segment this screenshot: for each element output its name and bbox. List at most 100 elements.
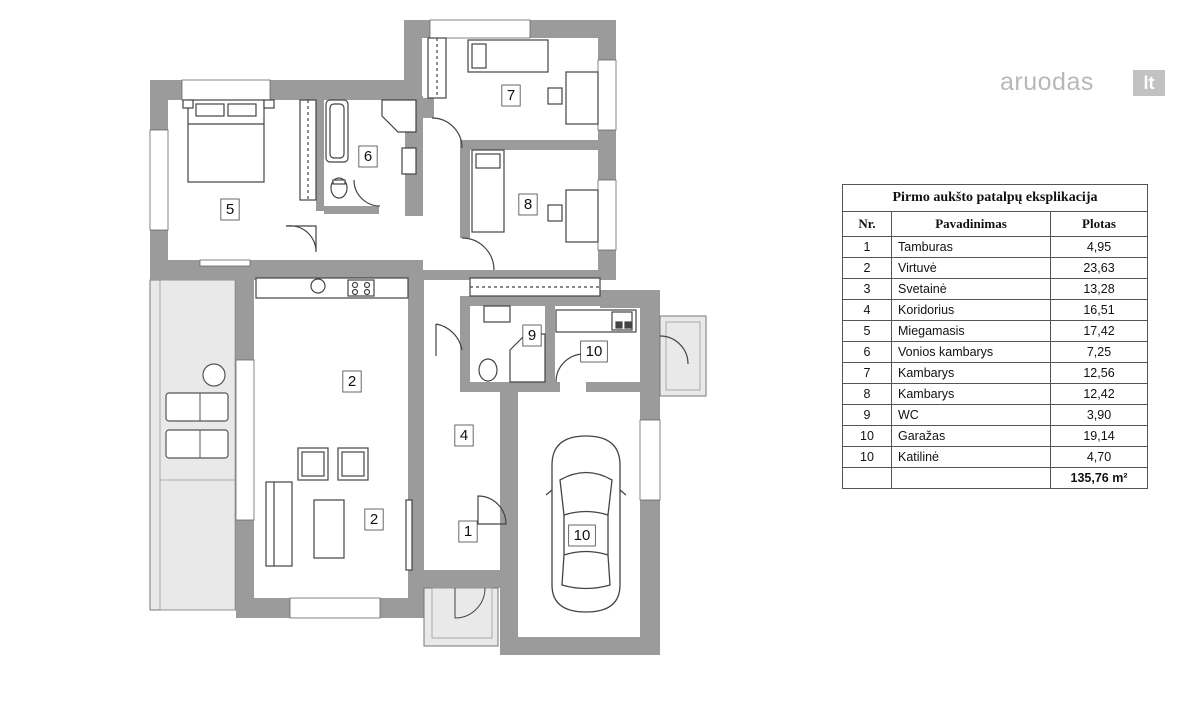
row-name: Tamburas xyxy=(891,236,1051,258)
lounge-chair-1 xyxy=(165,392,229,422)
sink-6 xyxy=(401,147,417,175)
row-nr: 10 xyxy=(842,446,892,468)
desk-7 xyxy=(565,71,599,125)
row-nr: 7 xyxy=(842,362,892,384)
room-label-box xyxy=(342,370,362,393)
row-name: Kambarys xyxy=(891,383,1051,405)
row-nr: 2 xyxy=(842,257,892,279)
row-area: 16,51 xyxy=(1050,299,1148,321)
row-name: Svetainė xyxy=(891,278,1051,300)
row-name: Vonios kambarys xyxy=(891,341,1051,363)
room-label-10-garage: 10 xyxy=(574,527,591,544)
row-nr: 6 xyxy=(842,341,892,363)
row-area: 23,63 xyxy=(1050,257,1148,279)
room-8-furniture xyxy=(461,149,601,297)
row-area: 13,28 xyxy=(1050,278,1148,300)
tv-unit xyxy=(405,499,413,571)
watermark-text: aruodas xyxy=(1000,68,1094,96)
room-label-box xyxy=(220,198,240,221)
boiler-room-furniture xyxy=(555,309,689,383)
room-label-4: 4 xyxy=(460,427,468,444)
row-area: 19,14 xyxy=(1050,425,1148,447)
room-label-1: 1 xyxy=(464,523,472,540)
room-label-2-living: 2 xyxy=(370,511,378,528)
row-area: 4,70 xyxy=(1050,446,1148,468)
watermark-logo: aruodas lt xyxy=(1000,62,1180,102)
porch xyxy=(423,587,499,647)
kitchen-sink xyxy=(310,278,326,294)
room-label-box xyxy=(364,508,384,531)
row-nr: 8 xyxy=(842,383,892,405)
row-name: Miegamasis xyxy=(891,320,1051,342)
sink-9 xyxy=(483,305,511,323)
room-label-7: 7 xyxy=(507,87,515,104)
row-name: Kambarys xyxy=(891,362,1051,384)
room-label-box xyxy=(518,193,538,216)
room-7-furniture xyxy=(427,37,599,149)
room-label-8: 8 xyxy=(524,196,532,213)
room-label-2-kitchen: 2 xyxy=(348,373,356,390)
total-empty-2 xyxy=(891,467,1051,489)
coffee-table xyxy=(313,499,345,559)
room-label-box xyxy=(501,84,521,107)
car xyxy=(545,435,627,613)
total-area: 135,76 m² xyxy=(1050,467,1148,489)
side-porch xyxy=(659,315,707,397)
bathroom-6-furniture xyxy=(325,99,417,207)
header-area: Plotas xyxy=(1050,211,1148,237)
row-nr: 10 xyxy=(842,425,892,447)
row-area: 4,95 xyxy=(1050,236,1148,258)
row-nr: 5 xyxy=(842,320,892,342)
stove xyxy=(347,279,375,297)
room-label-box xyxy=(568,524,596,547)
explication-table: Pirmo aukšto patalpų eksplikacija Nr. Pa… xyxy=(842,184,1148,489)
row-nr: 3 xyxy=(842,278,892,300)
toilet-9 xyxy=(478,358,498,382)
shower xyxy=(381,99,417,133)
row-area: 3,90 xyxy=(1050,404,1148,426)
header-nr: Nr. xyxy=(842,211,892,237)
terrace-table xyxy=(202,363,226,387)
row-nr: 1 xyxy=(842,236,892,258)
explication-title: Pirmo aukšto patalpų eksplikacija xyxy=(842,184,1148,212)
row-area: 17,42 xyxy=(1050,320,1148,342)
row-area: 12,56 xyxy=(1050,362,1148,384)
row-nr: 9 xyxy=(842,404,892,426)
row-name: WC xyxy=(891,404,1051,426)
room-labels: 5 6 7 8 2 2 4 9 10 1 10 xyxy=(220,84,608,547)
room-label-box xyxy=(454,424,474,447)
room-label-6: 6 xyxy=(364,148,372,165)
kitchen-furniture xyxy=(255,277,409,299)
room-label-box xyxy=(580,340,608,363)
row-area: 12,42 xyxy=(1050,383,1148,405)
sofa xyxy=(265,481,293,567)
room-label-box xyxy=(358,145,378,168)
room-label-10-boiler: 10 xyxy=(586,343,603,360)
total-empty-1 xyxy=(842,467,892,489)
room-label-9: 9 xyxy=(528,327,536,344)
windows xyxy=(149,19,661,619)
row-nr: 4 xyxy=(842,299,892,321)
hall-doors xyxy=(477,495,507,525)
room-label-box xyxy=(522,324,542,347)
row-name: Virtuvė xyxy=(891,257,1051,279)
watermark-tld: lt xyxy=(1133,70,1165,96)
terrace xyxy=(149,279,237,611)
row-name: Koridorius xyxy=(891,299,1051,321)
row-area: 7,25 xyxy=(1050,341,1148,363)
row-name: Katilinė xyxy=(891,446,1051,468)
room-label-box xyxy=(458,520,478,543)
